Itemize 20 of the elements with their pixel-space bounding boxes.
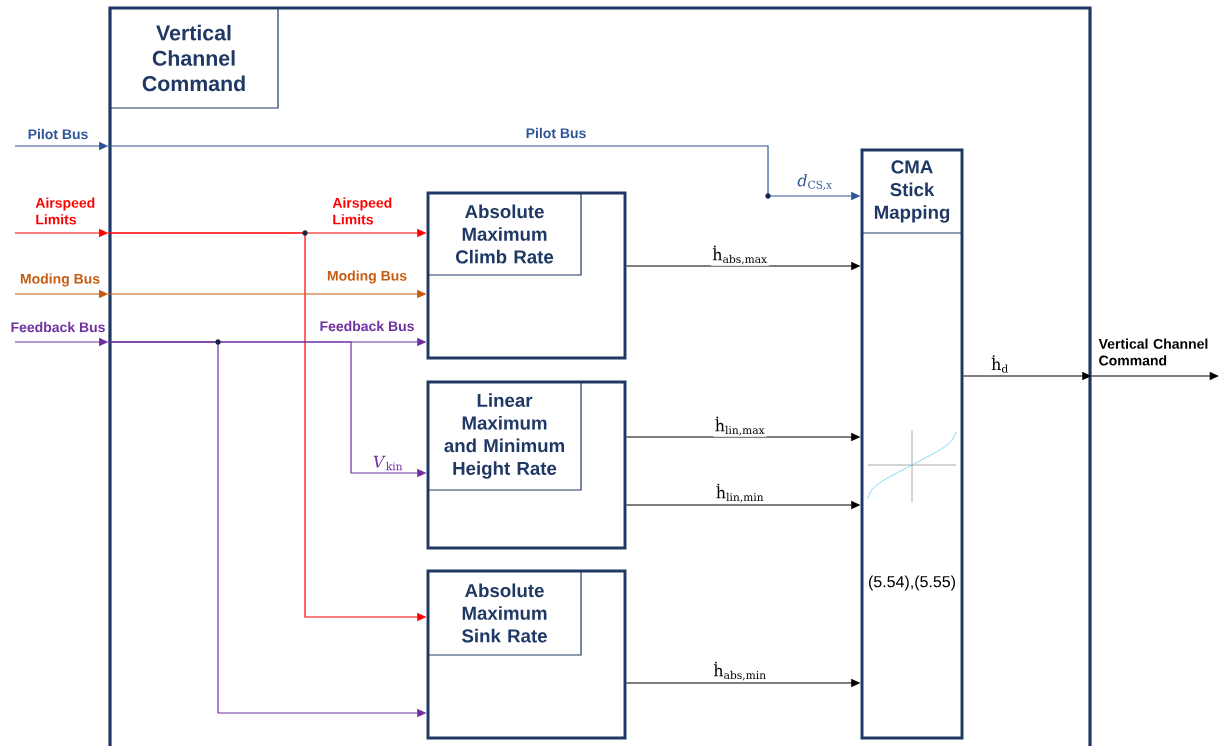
- edge-label: Airspeed Limits: [34, 196, 106, 226]
- edge-label: ḣ$_{lin,min}$: [714, 482, 766, 504]
- process-box: Absolute Maximum Climb Rate: [426, 191, 627, 360]
- edge-label: Moding Bus: [325, 269, 409, 285]
- process-box: Absolute Maximum Sink Rate: [426, 569, 627, 740]
- edge-label: Airspeed Limits: [331, 196, 403, 226]
- edge-label: Feedback Bus: [9, 320, 107, 334]
- process-box: Linear Maximum and Minimum Height Rate: [426, 380, 627, 550]
- edge-label: Feedback Bus: [318, 319, 416, 333]
- edge-label: Vertical Channel Command: [1097, 337, 1219, 367]
- edge-label: V$_{kin}$: [371, 454, 405, 472]
- edge-label: ḣ$_{abs,min}$: [711, 660, 769, 682]
- edge-label: d$_{CS,x}$: [796, 172, 835, 192]
- mapping-box: CMA Stick Mapping (5.54),(5.55): [860, 148, 964, 740]
- edge-label: ḣ$_{abs,max}$: [710, 244, 770, 266]
- edge-label: Pilot Bus: [26, 127, 90, 141]
- edge-label: Moding Bus: [18, 272, 102, 288]
- edge-label: ḣ$_{d}$: [989, 353, 1011, 375]
- edge-label: ḣ$_{lin,max}$: [713, 415, 767, 437]
- bus-label: Pilot Bus: [524, 126, 588, 140]
